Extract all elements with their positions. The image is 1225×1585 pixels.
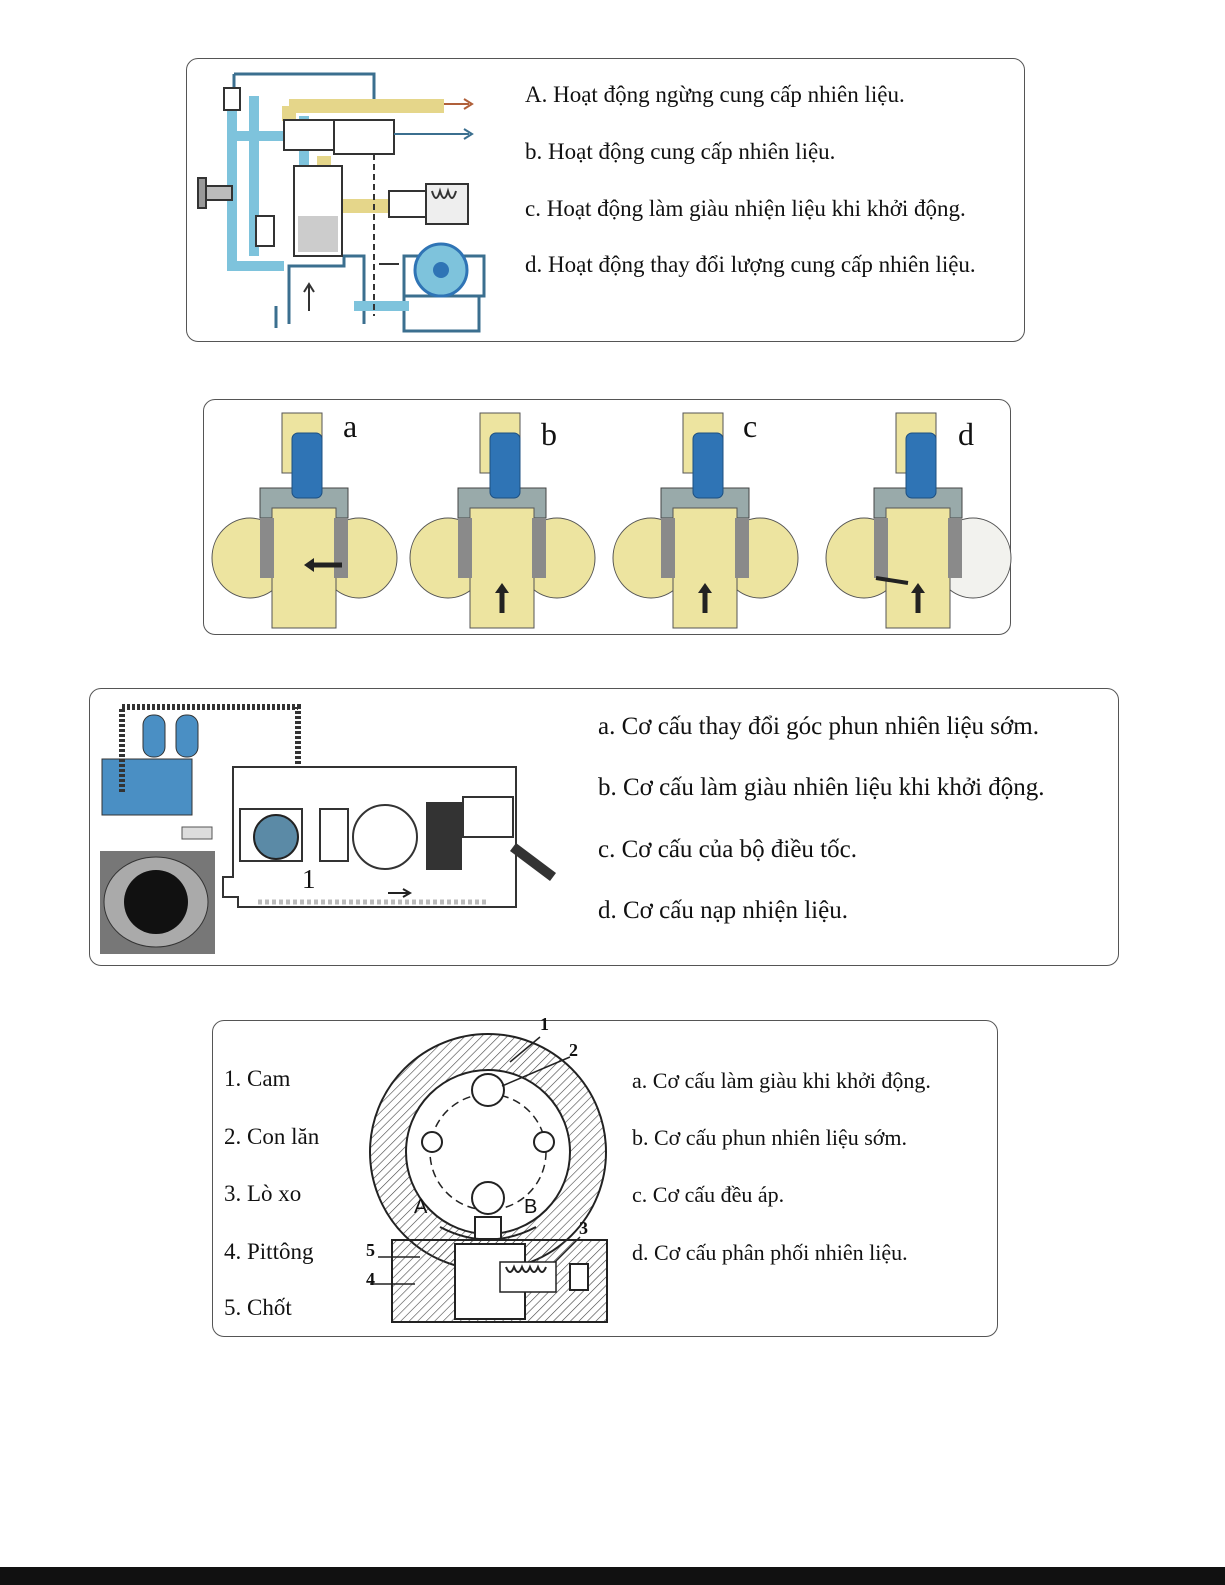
p1-option-b: b. Hoạt động cung cấp nhiên liệu. [525, 139, 836, 164]
fuel-control-diagram [197, 72, 486, 333]
p3-option-c: c. Cơ cấu của bộ điều tốc. [598, 836, 857, 863]
part-label-5: 5. Chốt [224, 1295, 292, 1320]
diagram-letter-a: A [414, 1196, 428, 1218]
p3-option-a: a. Cơ cấu thay đổi góc phun nhiên liệu s… [598, 713, 1039, 740]
part-label-1: 1. Cam [224, 1066, 291, 1091]
diagram-letter-b: B [524, 1196, 538, 1218]
p3-option-d: d. Cơ cấu nạp nhiện liệu. [598, 897, 848, 924]
stage-label-a: a [343, 408, 358, 444]
stage-label-b: b [541, 416, 557, 452]
bottom-bar [0, 1567, 1225, 1585]
plunger-stage-b [409, 412, 596, 629]
p3-callout-1: 1 [302, 864, 316, 894]
diagram-number-3: 3 [579, 1218, 588, 1238]
p4-option-b: b. Cơ cấu phun nhiên liệu sớm. [632, 1125, 908, 1150]
plunger-stage-a [211, 412, 398, 629]
p1-option-a: A. Hoạt động ngừng cung cấp nhiên liệu. [525, 82, 905, 107]
diagram-number-4: 4 [366, 1269, 375, 1289]
part-label-2: 2. Con lăn [224, 1124, 320, 1149]
plunger-stage-c [612, 412, 799, 629]
p1-option-c: c. Hoạt động làm giàu nhiện liệu khi khở… [525, 196, 966, 221]
stage-label-c: c [743, 408, 758, 444]
stage-label-d: d [958, 416, 974, 452]
timer-mechanism-diagram [369, 1033, 608, 1323]
part-label-4: 4. Pittông [224, 1239, 314, 1264]
diagram-number-2: 2 [569, 1040, 578, 1060]
p4-option-d: d. Cơ cấu phân phối nhiên liệu. [632, 1240, 908, 1265]
p4-option-c: c. Cơ cấu đều áp. [632, 1182, 785, 1207]
p1-option-d: d. Hoạt động thay đổi lượng cung cấp nhi… [525, 252, 976, 277]
diagram-number-5: 5 [366, 1240, 375, 1260]
plunger-stage-d [825, 412, 1012, 629]
part-label-3: 3. Lò xo [224, 1181, 302, 1206]
injection-pump-diagram [100, 704, 556, 954]
p3-option-b: b. Cơ cấu làm giàu nhiên liệu khi khởi đ… [598, 774, 1045, 801]
diagram-number-1: 1 [540, 1014, 549, 1034]
p4-option-a: a. Cơ cấu làm giàu khi khởi động. [632, 1068, 931, 1093]
